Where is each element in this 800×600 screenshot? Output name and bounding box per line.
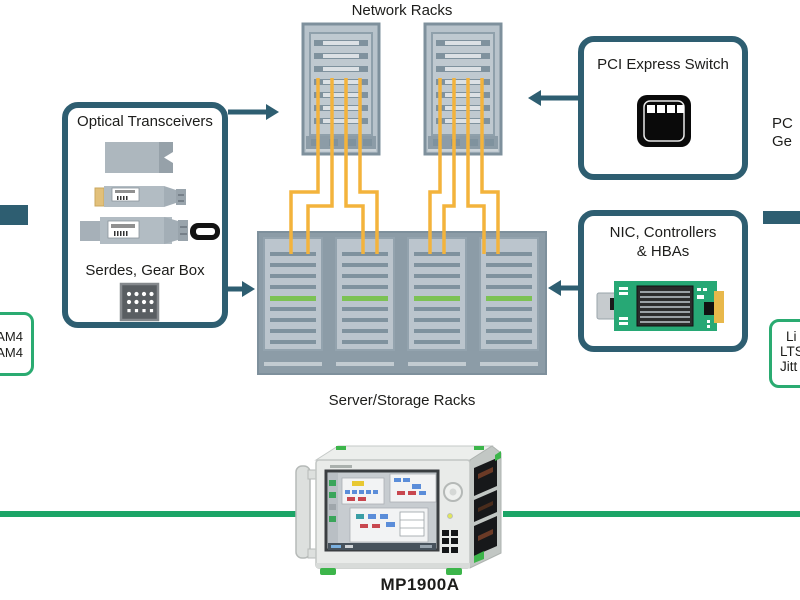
server-storage-racks-label: Server/Storage Racks bbox=[328, 392, 476, 409]
network-rack-2-icon bbox=[423, 22, 503, 156]
mp1900a-instrument-image bbox=[295, 445, 502, 575]
arrow-optical-to-server-rack bbox=[228, 281, 255, 297]
nic-card-icon bbox=[596, 281, 724, 331]
arrow-pcie-to-network-rack bbox=[528, 90, 579, 106]
network-rack-1-icon bbox=[301, 22, 381, 156]
right-edge-connector-stub bbox=[763, 211, 800, 224]
network-racks-label: Network Racks bbox=[351, 2, 453, 19]
mp1900a-label: MP1900A bbox=[380, 575, 460, 594]
pam4-line-2: AM4 bbox=[0, 344, 23, 360]
cfp-module-icon bbox=[105, 142, 173, 173]
optical-transceivers-title: Optical Transceivers bbox=[77, 113, 213, 130]
left-edge-connector-stub bbox=[0, 205, 28, 225]
qsfp-dd-module-icon bbox=[80, 217, 220, 244]
gen-text-line-2: Ge bbox=[772, 132, 793, 150]
pcie-test-callout-box: Li LTS Jitt bbox=[769, 319, 800, 388]
measurement-line-right bbox=[503, 511, 800, 517]
pcie-switch-chip-icon bbox=[637, 95, 691, 147]
qsfp-module-icon bbox=[94, 186, 186, 207]
callout-line-1: Li bbox=[786, 329, 797, 344]
gen-text-line-1: PC bbox=[772, 115, 793, 132]
measurement-line-left bbox=[0, 511, 298, 517]
nic-title-line-1: NIC, Controllers bbox=[609, 224, 717, 241]
serdes-chip-icon bbox=[119, 282, 160, 322]
optical-cable-lines bbox=[289, 78, 500, 254]
callout-line-3: Jitt bbox=[780, 359, 798, 374]
serdes-gearbox-label: Serdes, Gear Box bbox=[85, 262, 205, 279]
callout-line-2: LTS bbox=[780, 344, 800, 359]
pci-express-switch-title: PCI Express Switch bbox=[597, 56, 729, 73]
arrow-optical-to-network-rack bbox=[228, 104, 279, 120]
nic-controllers-title: NIC, Controllers & HBAs bbox=[578, 223, 748, 261]
arrow-nic-to-server-rack bbox=[548, 280, 579, 296]
nic-title-line-2: & HBAs bbox=[636, 243, 690, 260]
pam4-callout-box: AM4 AM4 bbox=[0, 312, 34, 376]
pam4-line-1: AM4 bbox=[0, 329, 23, 344]
server-storage-rack-icon bbox=[257, 231, 547, 375]
pcie-gen-text-fragment: PC Ge bbox=[772, 115, 800, 150]
